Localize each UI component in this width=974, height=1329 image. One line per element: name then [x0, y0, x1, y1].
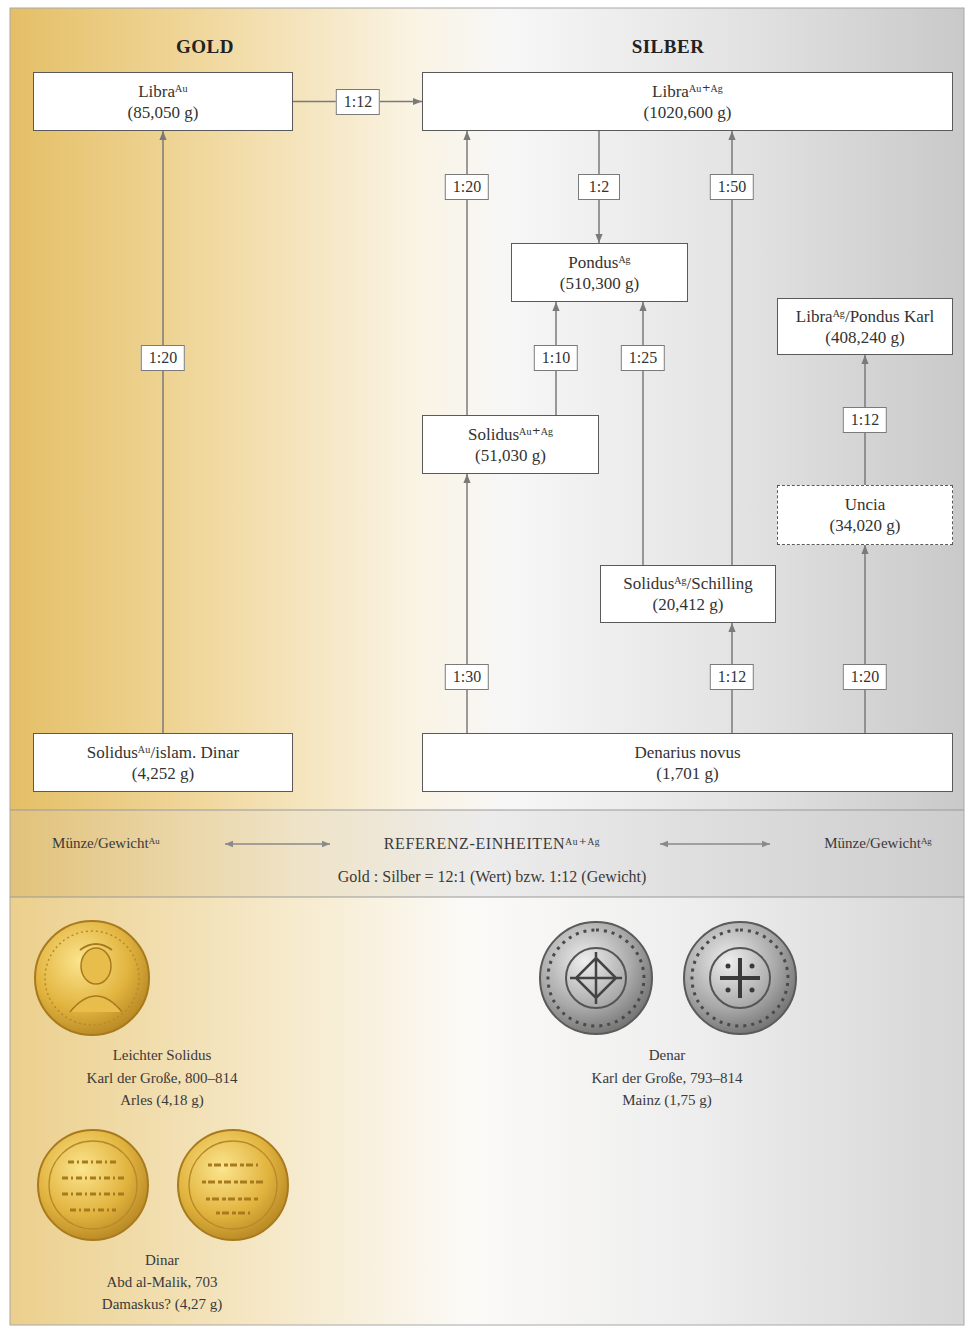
ratio-label: 1:12: [710, 664, 754, 690]
double-arrow: [660, 843, 770, 844]
separator: [10, 809, 964, 810]
ratio-label: 1:50: [710, 174, 754, 200]
ratio-label: 1:12: [336, 89, 380, 115]
gold-solidus-coin: [35, 921, 149, 1035]
ratio-label: 1:20: [141, 345, 185, 371]
dinar-coin: [178, 1130, 288, 1240]
caption-text: REFERENZ-EINHEITENᴬᵘ⁺ᴬᵍ: [384, 834, 600, 853]
frame: [10, 8, 964, 1325]
unit-text: Denarius novus: [634, 742, 740, 763]
unit-box: Libraᴬᵘ(85,050 g): [33, 72, 293, 131]
reference-band: [10, 810, 964, 897]
unit-text: (85,050 g): [128, 102, 199, 123]
ratio-label: 1:20: [445, 174, 489, 200]
ratio-label: 1:20: [843, 664, 887, 690]
unit-box: Pondusᴬᵍ(510,300 g): [511, 243, 688, 302]
unit-text: (51,030 g): [475, 445, 546, 466]
ratio-arrow: [162, 131, 164, 733]
ratio-label: 1:12: [843, 407, 887, 433]
unit-box: Denarius novus(1,701 g): [422, 733, 953, 792]
unit-text: (1020,600 g): [644, 102, 732, 123]
caption-text: Abd al-Malik, 703: [106, 1274, 217, 1291]
unit-text: (20,412 g): [653, 594, 724, 615]
ratio-arrow: [864, 545, 866, 733]
top-panel: [10, 8, 964, 810]
denar-coin: [540, 922, 652, 1034]
caption-text: Denar: [649, 1047, 686, 1064]
unit-text: (408,240 g): [825, 327, 904, 348]
caption-text: Gold : Silber = 12:1 (Wert) bzw. 1:12 (G…: [338, 868, 646, 886]
caption-text: Dinar: [145, 1252, 179, 1269]
unit-box: Libraᴬᵍ/Pondus Karl(408,240 g): [777, 298, 953, 355]
unit-text: Libraᴬᵍ/Pondus Karl: [796, 306, 934, 327]
coin-panel: [10, 897, 964, 1325]
dashed-unit-box: Uncia(34,020 g): [777, 485, 953, 545]
unit-text: (34,020 g): [830, 515, 901, 536]
unit-text: (1,701 g): [656, 763, 718, 784]
unit-text: (510,300 g): [560, 273, 639, 294]
unit-text: Libraᴬᵘ: [138, 81, 188, 102]
caption-text: Mainz (1,75 g): [622, 1092, 712, 1109]
unit-text: Solidusᴬᵍ/Schilling: [623, 573, 752, 594]
denar-coin: [684, 922, 796, 1034]
unit-text: (4,252 g): [132, 763, 194, 784]
unit-box: Solidusᴬᵘ/islam. Dinar(4,252 g): [33, 733, 293, 792]
column-heading: SILBER: [632, 36, 705, 58]
unit-text: Solidusᴬᵘ⁺ᴬᵍ: [468, 424, 553, 445]
separator: [10, 896, 964, 897]
unit-box: Solidusᴬᵍ/Schilling(20,412 g): [600, 565, 776, 623]
ratio-label: 1:2: [578, 174, 620, 200]
column-heading: GOLD: [176, 36, 234, 58]
unit-box: Libraᴬᵘ⁺ᴬᵍ(1020,600 g): [422, 72, 953, 131]
caption-text: Karl der Große, 793–814: [592, 1070, 743, 1087]
ratio-label: 1:25: [621, 345, 665, 371]
unit-box: Solidusᴬᵘ⁺ᴬᵍ(51,030 g): [422, 415, 599, 474]
unit-text: Libraᴬᵘ⁺ᴬᵍ: [652, 81, 723, 102]
caption-text: Karl der Große, 800–814: [87, 1070, 238, 1087]
caption-text: Damaskus? (4,27 g): [102, 1296, 222, 1313]
ratio-arrow: [642, 302, 644, 565]
dinar-coin: [38, 1130, 148, 1240]
caption-text: Leichter Solidus: [113, 1047, 212, 1064]
caption-text: Münze/Gewichtᴬᵘ: [52, 835, 160, 852]
ratio-label: 1:10: [534, 345, 578, 371]
caption-text: Arles (4,18 g): [120, 1092, 204, 1109]
caption-text: Münze/Gewichtᴬᵍ: [824, 835, 931, 852]
ratio-label: 1:30: [445, 664, 489, 690]
unit-text: Pondusᴬᵍ: [568, 252, 630, 273]
unit-text: Solidusᴬᵘ/islam. Dinar: [87, 742, 240, 763]
unit-text: Uncia: [845, 494, 886, 515]
ratio-arrow: [466, 474, 468, 733]
double-arrow: [225, 843, 330, 844]
